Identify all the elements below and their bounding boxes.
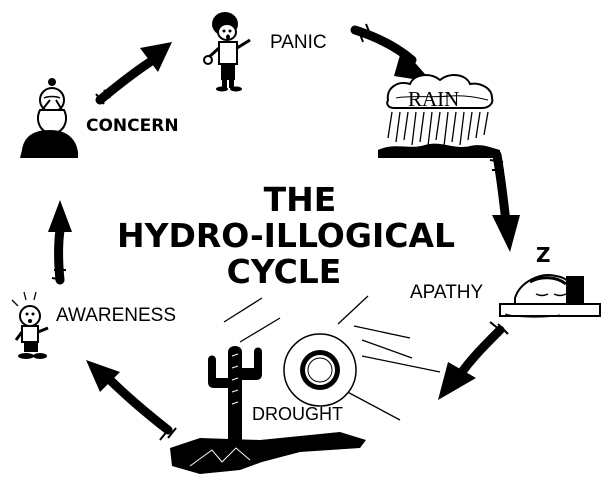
stage-label-panic: PANIC (270, 32, 327, 53)
stage-label-rain: RAIN (408, 87, 459, 111)
arrow-apathy-to-drought (438, 321, 509, 400)
diagram-title: THE HYDRO-ILLOGICAL CYCLE (117, 180, 455, 291)
arrow-rain-to-apathy (489, 150, 520, 252)
stage-label-awareness: AWARENESS (56, 305, 176, 326)
sun-icon (223, 295, 441, 421)
apathy-sleeping-figure-icon (499, 274, 601, 318)
title-line-1: THE (264, 180, 337, 219)
arrow-drought-to-awareness (86, 360, 177, 441)
cactus-icon (208, 346, 262, 445)
title-line-3: CYCLE (227, 252, 342, 291)
apathy-sleep-mark: Z (536, 243, 551, 267)
stage-label-apathy: APATHY (410, 282, 484, 303)
stage-label-concern: CONCERN (86, 116, 179, 136)
concern-figure-icon (20, 78, 78, 158)
stage-label-drought: DROUGHT (252, 404, 343, 424)
arrow-concern-to-panic (95, 42, 172, 105)
title-line-2: HYDRO-ILLOGICAL (117, 216, 455, 255)
rain-cloud-icon (378, 74, 500, 158)
arrow-awareness-to-concern (48, 200, 72, 285)
arrow-panic-to-rain (350, 23, 432, 82)
panic-figure-icon (203, 12, 251, 92)
cracked-ground-icon (170, 432, 366, 474)
awareness-figure-icon (11, 291, 49, 359)
